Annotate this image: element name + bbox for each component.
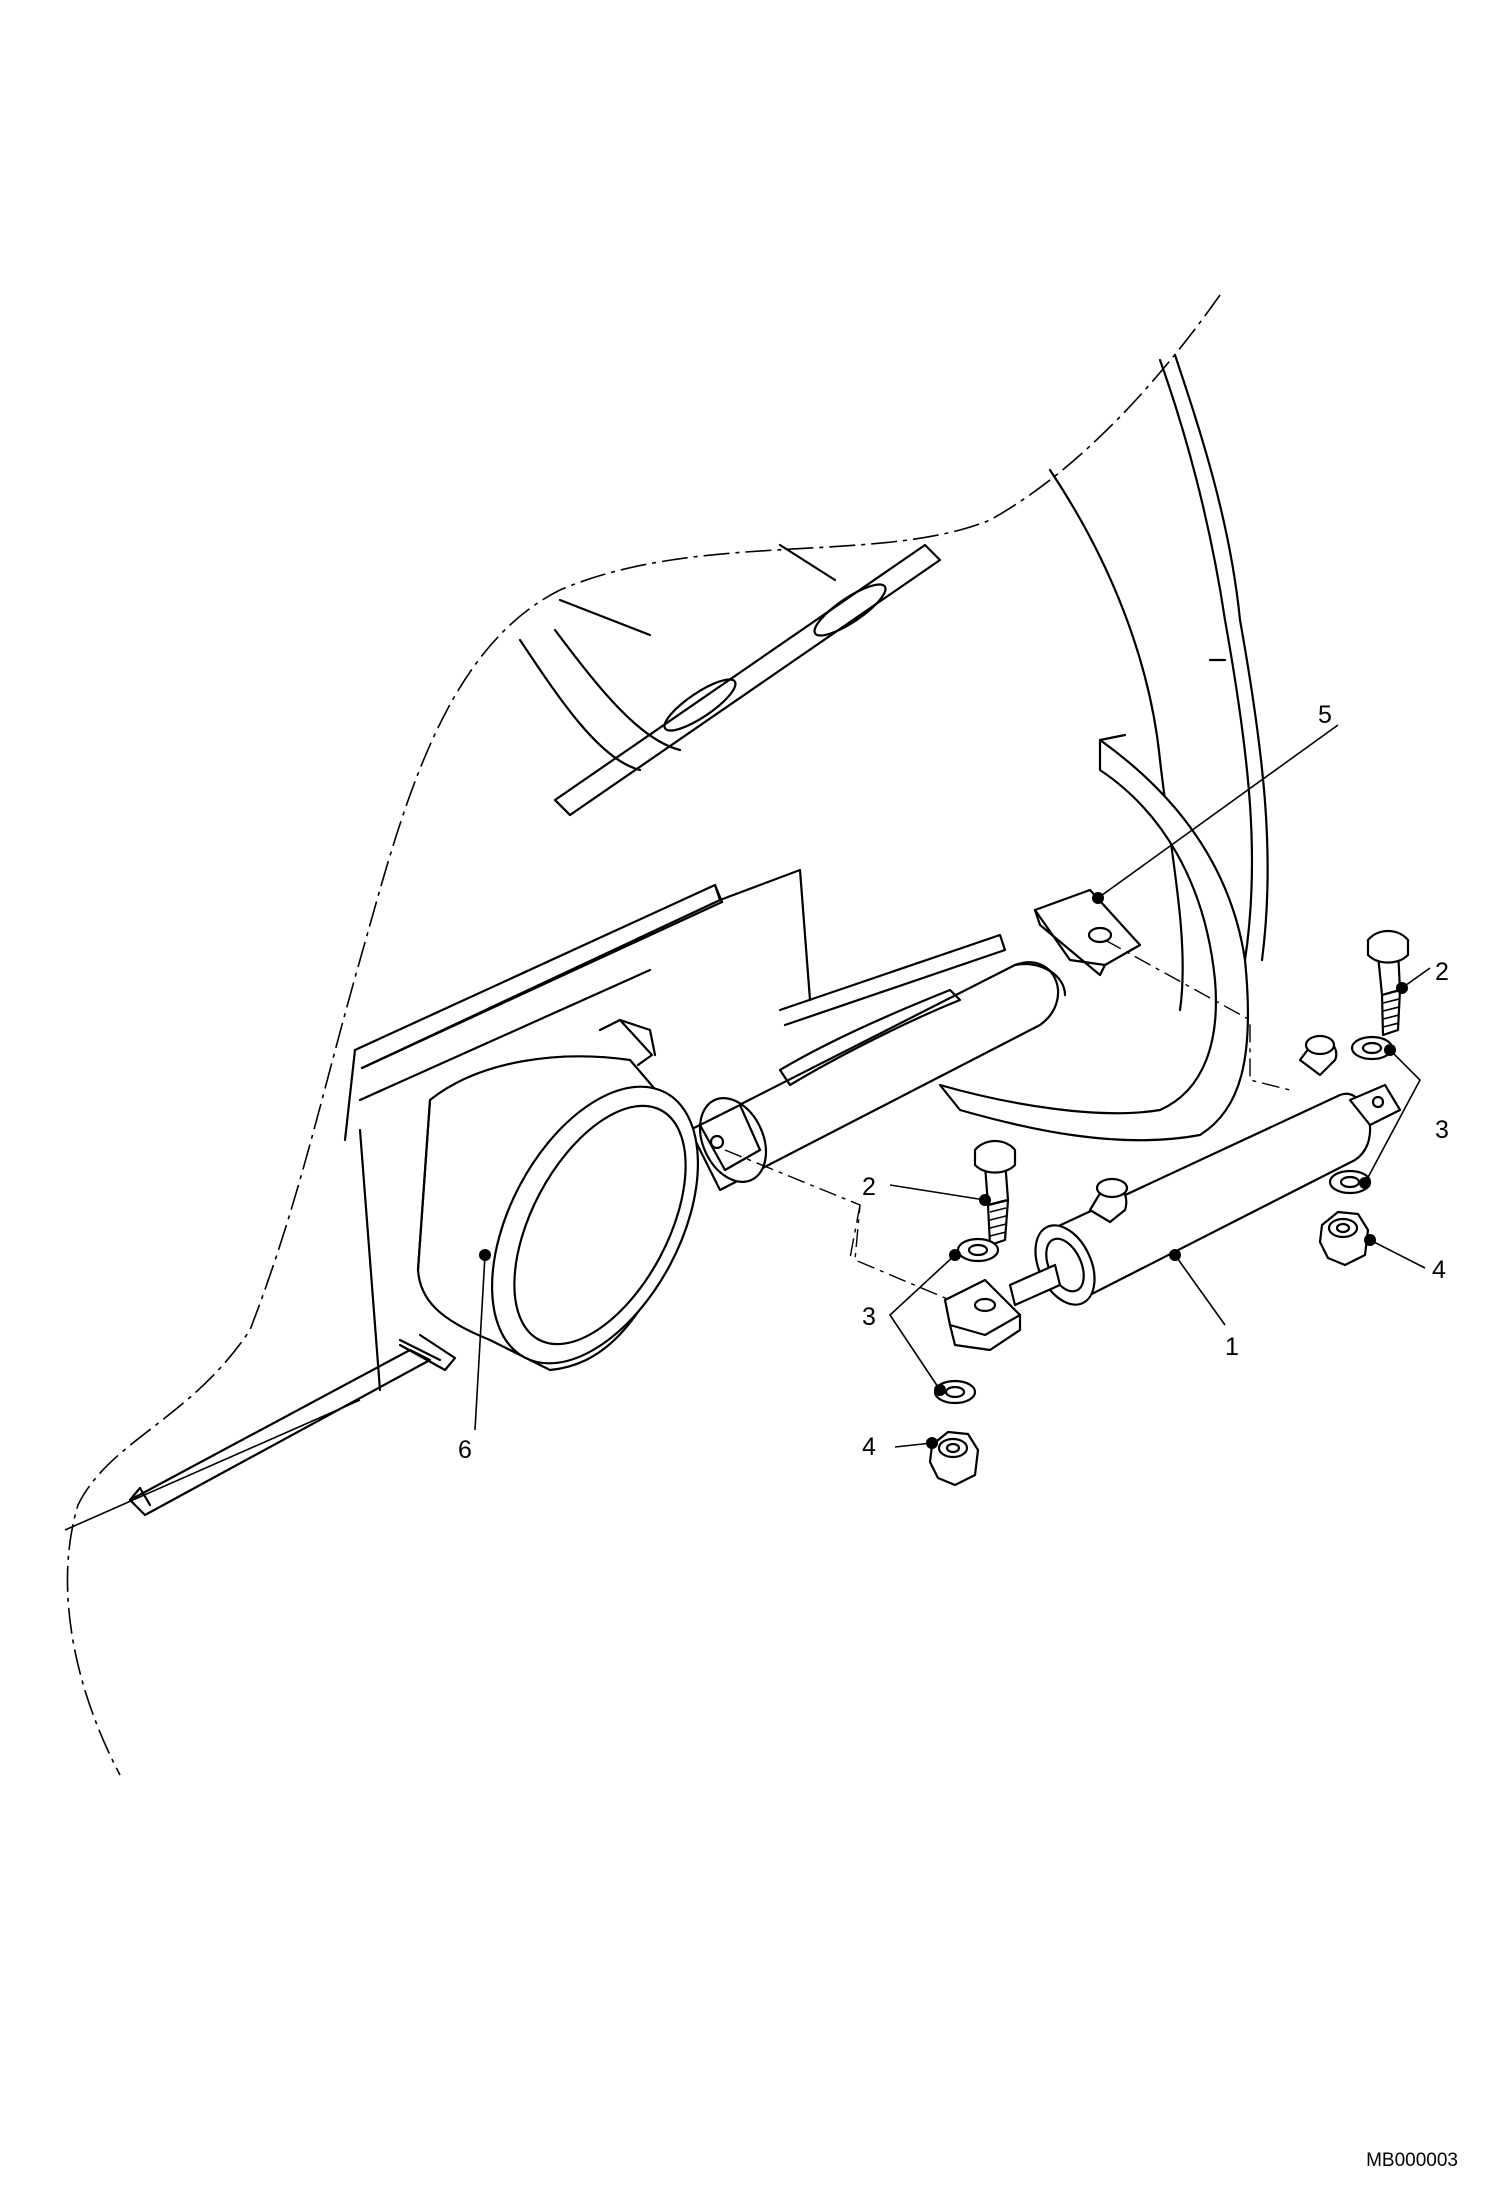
part-6-tube <box>398 1018 700 1372</box>
callout-3-left: 3 <box>862 1303 876 1331</box>
assembly-center-line-c <box>849 1204 861 1259</box>
callout-1: 1 <box>1225 1333 1239 1361</box>
callout-2-right: 2 <box>1435 958 1449 986</box>
curved-guard <box>938 733 1250 1142</box>
callout-4-right: 4 <box>1432 1256 1446 1284</box>
callout-3-right: 3 <box>1435 1116 1449 1144</box>
drawing-code: MB000003 <box>1366 2150 1458 2171</box>
leader-lines <box>474 724 1431 1449</box>
callout-4-left: 4 <box>862 1433 876 1461</box>
part-3-washer-upper-left <box>956 1237 1000 1263</box>
rod-end-block <box>943 1278 1022 1352</box>
side-plate <box>1048 353 1269 1012</box>
assembly-center-line-a <box>724 1149 951 1301</box>
floor-edge-line <box>64 1399 361 1531</box>
machine-outline <box>66 294 1221 1776</box>
part-4-nut-right <box>1318 1210 1370 1267</box>
part-4-nut-left <box>928 1430 980 1487</box>
frame-rails <box>128 868 1007 1517</box>
part-1-hydraulic-cylinder <box>1008 1034 1402 1307</box>
assembly-center-line-b <box>1104 939 1291 1091</box>
part-5-bracket <box>1033 888 1142 977</box>
housing-cylinder <box>688 961 1067 1192</box>
slotted-plate <box>518 543 942 817</box>
callout-5: 5 <box>1318 701 1332 729</box>
part-2-bolt-right <box>1366 929 1410 1037</box>
callout-2-left: 2 <box>862 1173 876 1201</box>
callout-6: 6 <box>458 1436 472 1464</box>
part-2-bolt-left <box>973 1139 1017 1247</box>
